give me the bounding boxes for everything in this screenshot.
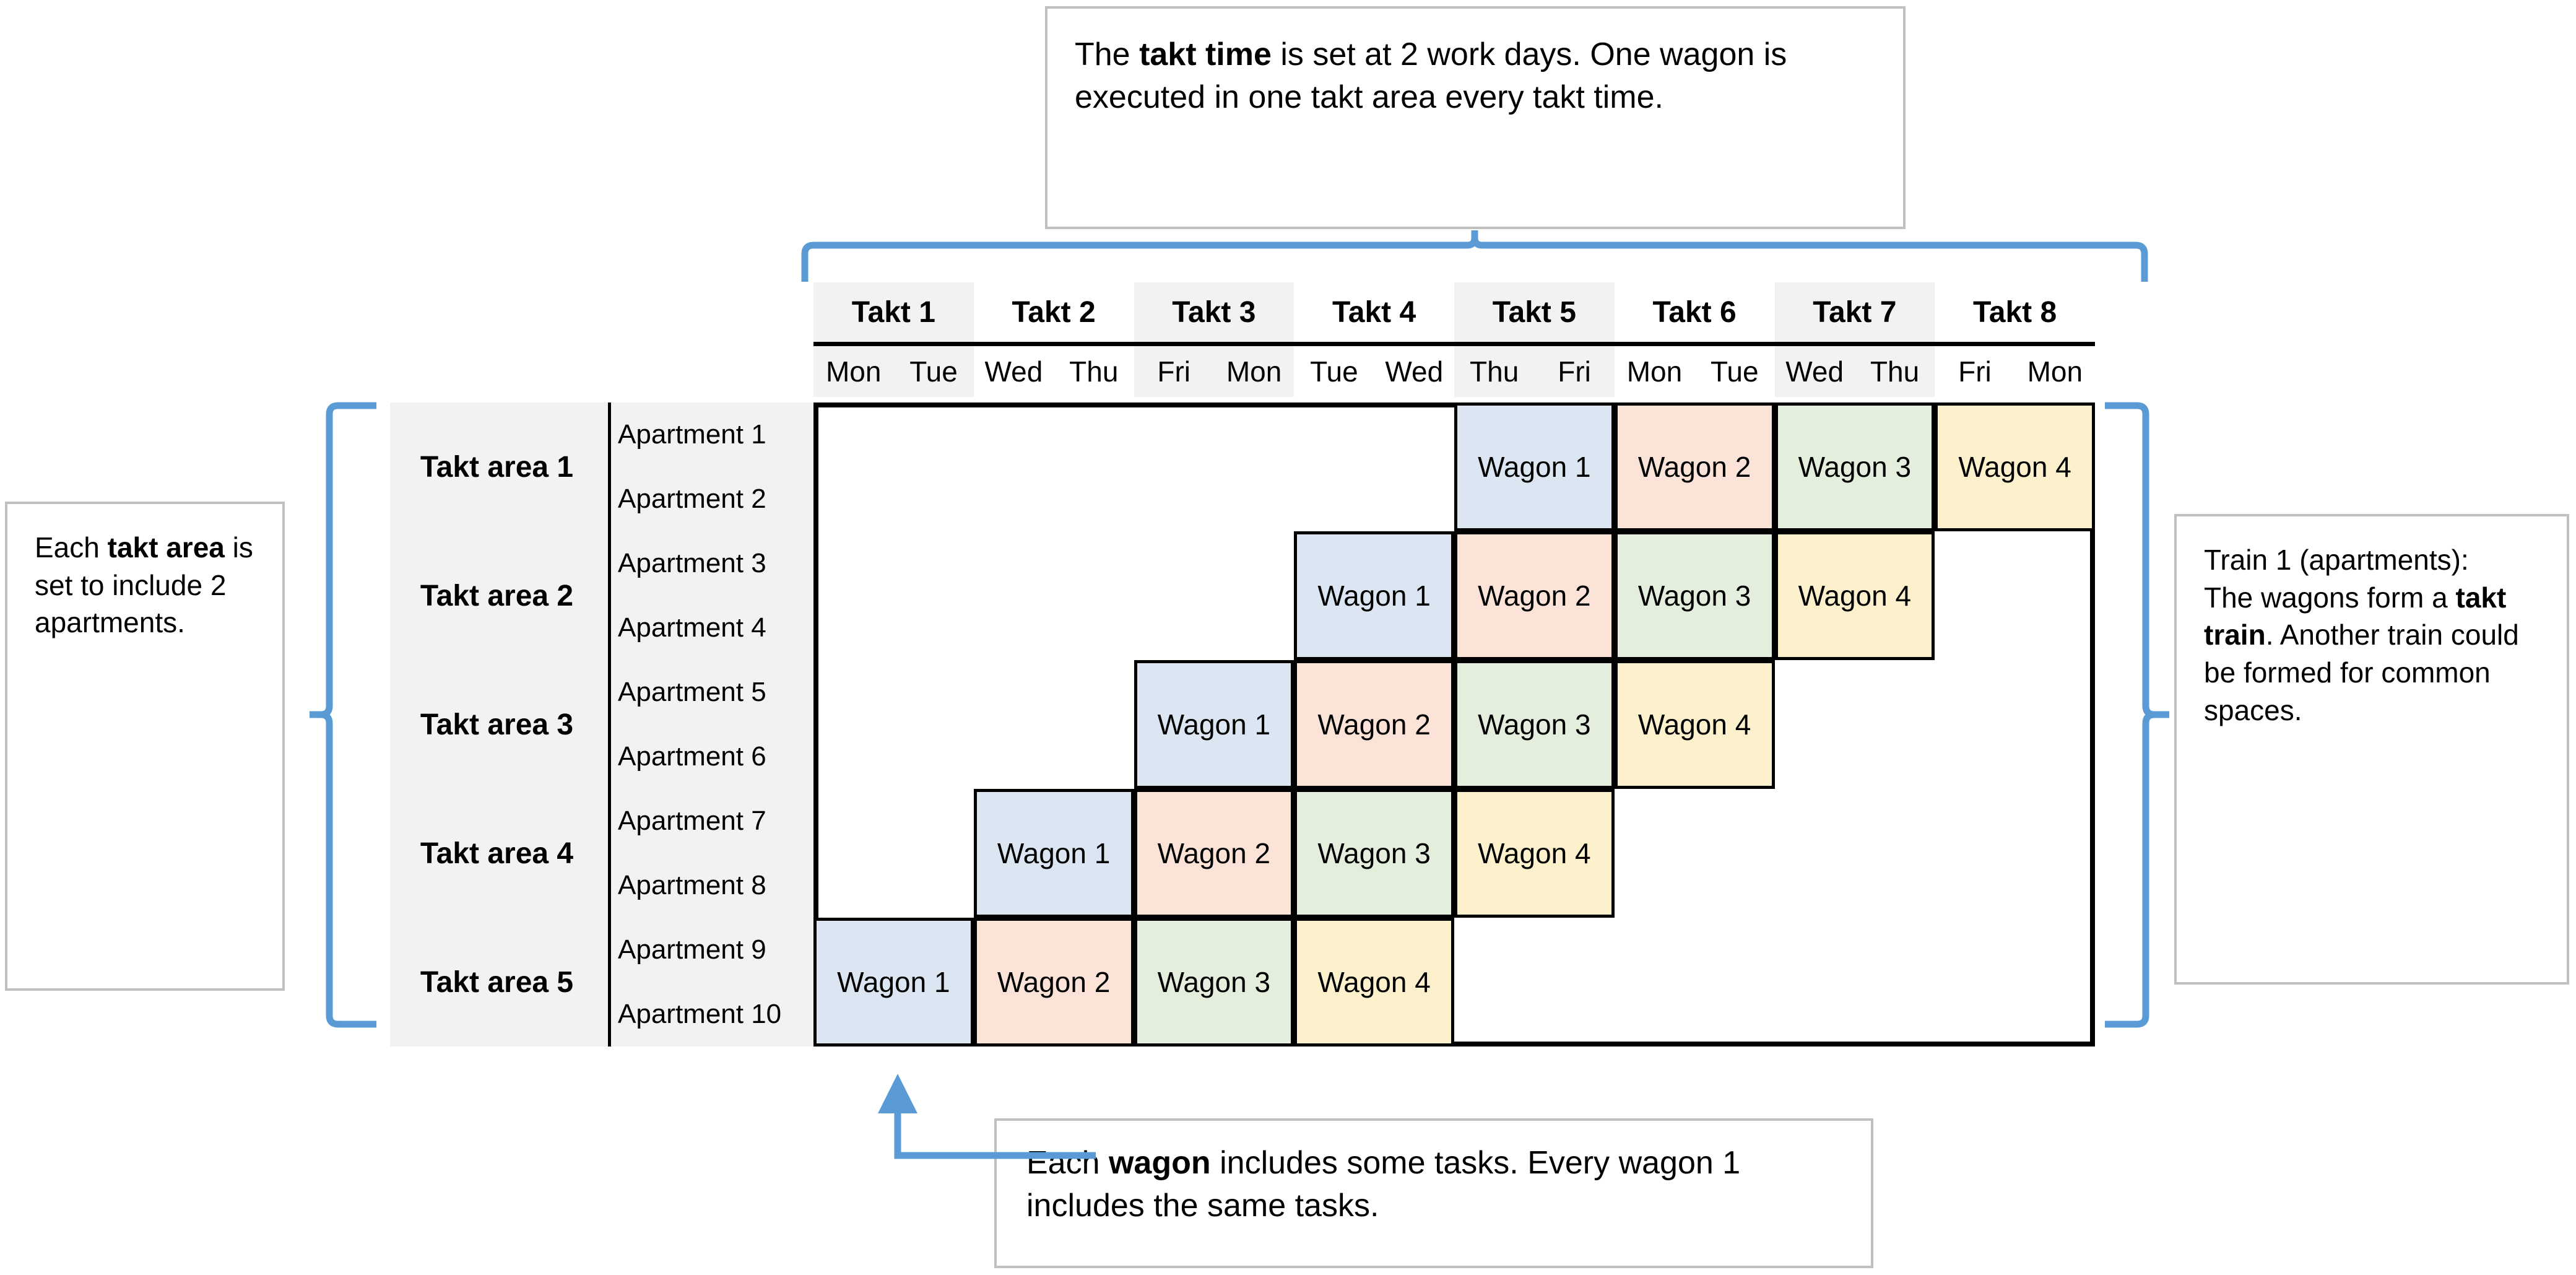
apartment-label: Apartment 7 — [618, 806, 766, 836]
apartment-label: Apartment 3 — [618, 548, 766, 578]
takt-train-callout-text: Train 1 (apartments):The wagons form a t… — [2204, 544, 2519, 726]
wagon-cell[interactable]: Wagon 1 — [973, 789, 1134, 918]
day-header-10: Fri — [1534, 346, 1615, 397]
right-brace-icon — [2105, 402, 2169, 1028]
day-header-7: Tue — [1310, 355, 1358, 388]
day-header-6: Mon — [1213, 346, 1295, 397]
apartment-label: Apartment 5 — [618, 677, 766, 707]
day-header-12: Tue — [1711, 355, 1759, 388]
day-header-15: Fri — [1958, 355, 1992, 388]
apartment-label: Apartment 2 — [618, 484, 766, 514]
day-header-4: Thu — [1069, 355, 1119, 388]
apartment-label: Apartment 9 — [618, 934, 766, 965]
takt-area-callout-text: Each takt area is set to include 2 apart… — [35, 531, 253, 639]
takt-header-8: Takt 8 — [1973, 295, 2057, 329]
wagon-cell[interactable]: Wagon 3 — [1134, 918, 1295, 1047]
apartment-label: Apartment 10 — [618, 999, 782, 1029]
wagon-callout-text: Each wagon includes some tasks. Every wa… — [1026, 1145, 1741, 1224]
apartment-label: Apartment 4 — [618, 612, 766, 643]
wagon-cell[interactable]: Wagon 1 — [1454, 403, 1615, 531]
wagon-callout: Each wagon includes some tasks. Every wa… — [994, 1118, 1873, 1268]
takt-area-label-3: Takt area 3 — [420, 708, 574, 741]
wagon-cell[interactable]: Wagon 1 — [1134, 660, 1295, 789]
wagon-cell[interactable]: Wagon 4 — [1294, 918, 1454, 1047]
wagon-cell[interactable]: Wagon 3 — [1774, 403, 1935, 531]
wagon-cell[interactable]: Wagon 2 — [1294, 660, 1454, 789]
takt-header-6: Takt 6 — [1652, 295, 1737, 329]
day-header-2: Tue — [893, 346, 974, 397]
apartment-label: Apartment 8 — [618, 870, 766, 900]
wagon-cell[interactable]: Wagon 4 — [1454, 789, 1615, 918]
takt-time-callout: The takt time is set at 2 work days. One… — [1045, 6, 1906, 229]
day-header-14: Thu — [1854, 346, 1935, 397]
row-label-block: Takt area 1 Apartment 1 Apartment 2 Takt ar… — [390, 403, 813, 1047]
takt-header-5: Takt 5 — [1454, 282, 1615, 342]
takt-area-label-1: Takt area 1 — [420, 450, 574, 484]
day-header-9: Thu — [1454, 346, 1535, 397]
wagon-cell[interactable]: Wagon 4 — [1614, 660, 1775, 789]
day-header-3: Wed — [984, 355, 1043, 388]
day-header-5: Fri — [1134, 346, 1214, 397]
wagon-cell[interactable]: Wagon 3 — [1294, 789, 1454, 918]
takt-header-2: Takt 2 — [1012, 295, 1096, 329]
takt-header-7: Takt 7 — [1774, 282, 1935, 342]
wagon-cell[interactable]: Wagon 2 — [1134, 789, 1295, 918]
left-brace-icon — [310, 402, 376, 1028]
top-brace-icon — [801, 230, 2148, 282]
takt-area-label-2: Takt area 2 — [420, 579, 574, 612]
wagon-cell[interactable]: Wagon 4 — [1935, 403, 2095, 531]
wagon-cell[interactable]: Wagon 2 — [1614, 403, 1775, 531]
takt-header-3: Takt 3 — [1134, 282, 1295, 342]
takt-time-callout-text: The takt time is set at 2 work days. One… — [1075, 37, 1787, 115]
wagon-cell[interactable]: Wagon 2 — [1454, 531, 1615, 660]
wagon-cell[interactable]: Wagon 1 — [813, 918, 974, 1047]
wagon-cell[interactable]: Wagon 3 — [1614, 531, 1775, 660]
day-header-16: Mon — [2027, 355, 2083, 388]
apartment-label: Apartment 6 — [618, 741, 766, 772]
day-header-8: Wed — [1385, 355, 1444, 388]
takt-area-label-4: Takt area 4 — [420, 837, 574, 870]
day-header-11: Mon — [1626, 355, 1683, 388]
wagon-cell[interactable]: Wagon 4 — [1774, 531, 1935, 660]
apartment-label: Apartment 1 — [618, 419, 766, 450]
label-divider — [608, 403, 611, 1047]
day-header-13: Wed — [1774, 346, 1855, 397]
takt-header-4: Takt 4 — [1332, 295, 1416, 329]
wagon-cell[interactable]: Wagon 3 — [1454, 660, 1615, 789]
takt-area-callout: Each takt area is set to include 2 apart… — [5, 502, 285, 991]
day-header-1: Mon — [813, 346, 894, 397]
wagon-cell[interactable]: Wagon 1 — [1294, 531, 1454, 660]
takt-train-callout: Train 1 (apartments):The wagons form a t… — [2174, 514, 2569, 985]
takt-area-label-5: Takt area 5 — [420, 965, 574, 999]
takt-header-1: Takt 1 — [813, 282, 974, 342]
header-rule — [813, 342, 2095, 346]
wagon-cell[interactable]: Wagon 2 — [973, 918, 1134, 1047]
